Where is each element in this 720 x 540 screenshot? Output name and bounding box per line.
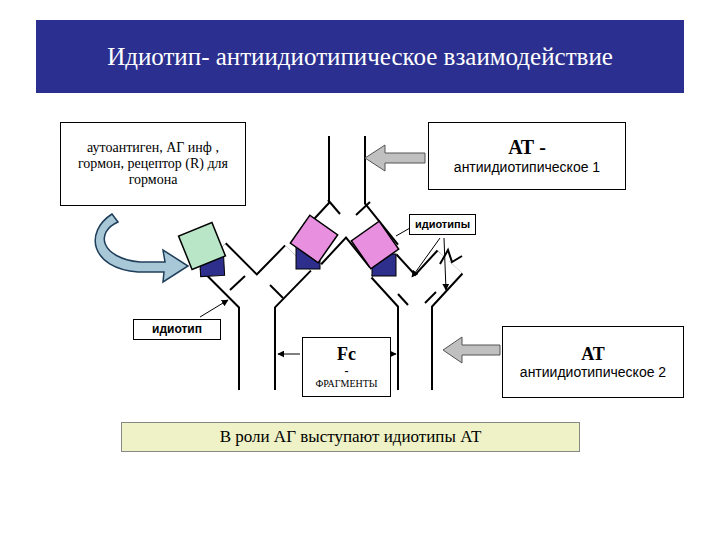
box-text: идиотип xyxy=(136,323,218,337)
idiotype-label-box: идиотипы xyxy=(409,214,476,235)
box-text: АТ - xyxy=(435,136,619,159)
box-text: антиидиотипическое 2 xyxy=(509,364,677,380)
antigen-box: аутоантиген, АГ инф , гормон, рецептор (… xyxy=(60,122,246,206)
box-text: идиотипы xyxy=(412,218,473,231)
fc-fragment-box: Fc-ФРАГМЕНТЫ xyxy=(302,337,391,397)
slide-title: Идиотип- антиидиотипическое взаимодейств… xyxy=(36,20,684,93)
box-text: АТ xyxy=(509,344,677,365)
box-text: антиидиотипическое 1 xyxy=(435,159,619,175)
box-text: аутоантиген, АГ инф , гормон, рецептор (… xyxy=(67,140,239,188)
note-box: В роли АГ выступают идиотипы АТ xyxy=(121,422,580,452)
box-text: ФРАГМЕНТЫ xyxy=(305,378,388,390)
box-text: - xyxy=(305,365,388,379)
anti-idiotype-box: АТантиидиотипическое 2 xyxy=(502,326,684,398)
box-text: Fc xyxy=(305,344,388,365)
anti-idiotype-box: АТ -антиидиотипическое 1 xyxy=(428,122,626,190)
box-text: В роли АГ выступают идиотипы АТ xyxy=(128,427,573,447)
idiotype-label-box: идиотип xyxy=(133,319,221,340)
